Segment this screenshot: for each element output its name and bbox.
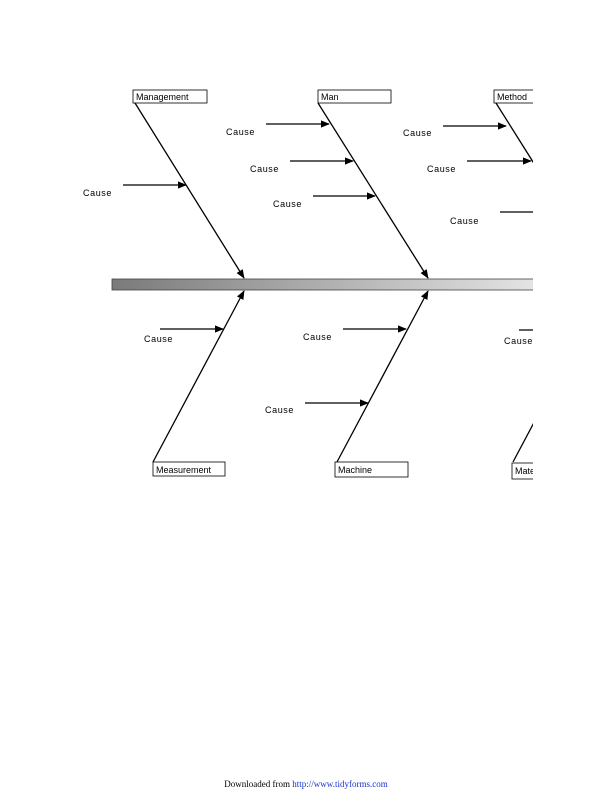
footer-link[interactable]: http://www.tidyforms.com xyxy=(292,779,388,789)
category-box-man: Man xyxy=(317,89,392,104)
category-box-material: Material xyxy=(511,462,547,480)
category-label-man: Man xyxy=(321,92,339,102)
category-label-machine: Machine xyxy=(338,465,372,475)
category-label-management: Management xyxy=(136,92,189,102)
bone-machine xyxy=(336,290,429,463)
cause-label: Cause xyxy=(83,188,112,198)
cause-label: Cause xyxy=(403,128,432,138)
category-box-method: Method xyxy=(493,89,533,104)
cause-label: Cause xyxy=(273,199,302,209)
category-label-material: Material xyxy=(515,466,547,476)
cause-label: Cause xyxy=(144,334,173,344)
category-label-method: Method xyxy=(497,92,527,102)
cause-label: Cause xyxy=(450,216,479,226)
bone-material xyxy=(512,423,533,463)
category-box-measurement: Measurement xyxy=(152,461,226,477)
category-label-measurement: Measurement xyxy=(156,465,212,475)
spine xyxy=(111,278,533,291)
category-box-management: Management xyxy=(132,89,208,104)
category-box-machine: Machine xyxy=(334,461,409,478)
bone-method xyxy=(495,102,533,164)
footer-note: Downloaded from http://www.tidyforms.com xyxy=(0,779,612,789)
cause-label: Cause xyxy=(427,164,456,174)
bone-management xyxy=(134,102,245,279)
cause-label: Cause xyxy=(265,405,294,415)
footer-prefix: Downloaded from xyxy=(224,779,293,789)
cause-label: Cause xyxy=(303,332,332,342)
bone-measurement xyxy=(152,290,245,463)
cause-label: Cause xyxy=(504,336,533,346)
cause-label: Cause xyxy=(226,127,255,137)
bone-man xyxy=(317,102,429,279)
cause-label: Cause xyxy=(250,164,279,174)
